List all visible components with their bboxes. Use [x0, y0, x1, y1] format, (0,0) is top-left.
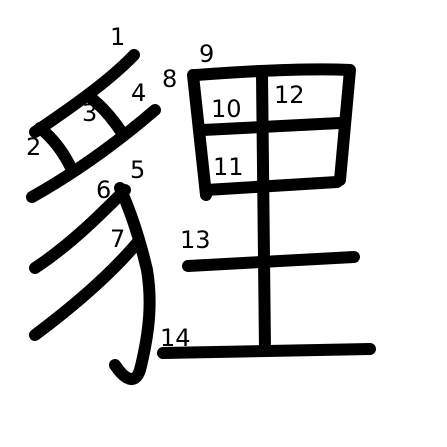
stroke-14 — [157, 343, 376, 359]
stroke-number-5: 5 — [130, 156, 146, 184]
stroke-number-3: 3 — [82, 99, 98, 127]
stroke-9 — [190, 63, 356, 186]
stroke-number-14: 14 — [160, 324, 191, 352]
stroke-12 — [200, 176, 343, 196]
stroke-number-13: 13 — [180, 226, 211, 254]
stroke-13 — [182, 251, 360, 272]
stroke-5 — [109, 182, 156, 385]
stroke-number-10: 10 — [211, 95, 242, 123]
stroke-number-9: 9 — [199, 40, 215, 68]
stroke-3 — [84, 91, 126, 136]
stroke-7 — [29, 237, 143, 341]
stroke-4 — [26, 104, 161, 203]
stroke-number-6: 6 — [96, 176, 112, 204]
stroke-8 — [187, 69, 212, 201]
stroke-number-7: 7 — [110, 225, 126, 253]
stroke-6 — [29, 184, 131, 274]
stroke-11 — [197, 117, 346, 136]
stroke-number-2: 2 — [26, 133, 42, 161]
stroke-number-8: 8 — [162, 65, 178, 93]
stroke-number-4: 4 — [131, 79, 147, 107]
stroke-number-11: 11 — [213, 153, 244, 181]
stroke-10 — [256, 69, 271, 356]
stroke-number-1: 1 — [110, 23, 126, 51]
stroke-2 — [34, 122, 78, 176]
stroke-number-12: 12 — [274, 81, 305, 109]
